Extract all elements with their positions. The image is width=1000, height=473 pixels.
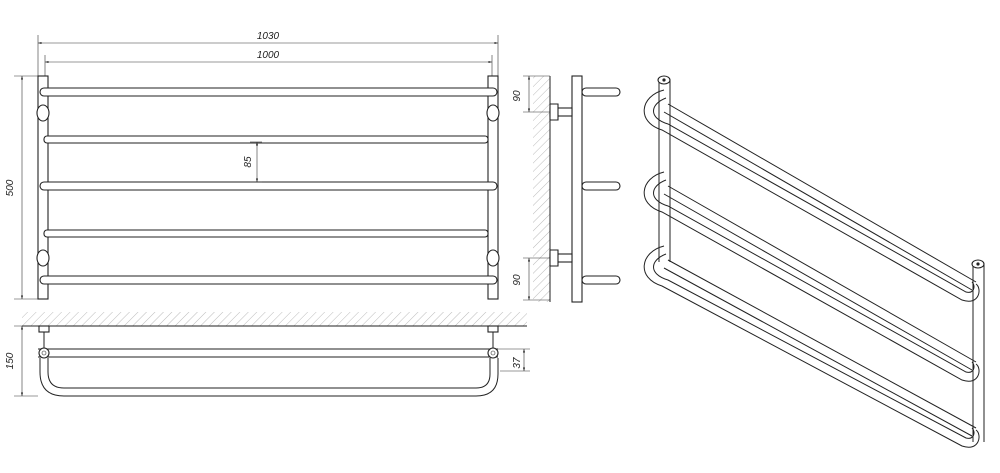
side-rail bbox=[581, 275, 621, 285]
dim-rail-spacing-label: 85 bbox=[243, 156, 254, 168]
mount-disc bbox=[36, 249, 50, 267]
dim-side-top-label: 90 bbox=[512, 90, 523, 102]
rail bbox=[43, 135, 489, 144]
iso-rail-tier-top bbox=[643, 89, 980, 302]
rail bbox=[39, 181, 498, 191]
side-view: 90 90 bbox=[512, 75, 621, 303]
dim-overall-width-label: 1030 bbox=[257, 31, 280, 42]
rail bbox=[43, 229, 489, 238]
rail bbox=[39, 275, 498, 285]
dim-mount-depth: 37 bbox=[498, 348, 530, 372]
side-rail bbox=[581, 87, 621, 97]
front-view: 1030 1000 500 bbox=[5, 31, 500, 300]
dim-mount-depth-label: 37 bbox=[512, 357, 523, 369]
bracket bbox=[487, 325, 499, 333]
side-post bbox=[571, 75, 583, 303]
dim-depth-label: 150 bbox=[5, 352, 16, 369]
rail bbox=[39, 87, 498, 97]
mount-disc bbox=[36, 104, 50, 122]
mount-disc bbox=[486, 104, 500, 122]
dim-overall-width: 1030 bbox=[37, 31, 499, 78]
end-cap bbox=[38, 347, 50, 359]
dim-side-bottom: 90 bbox=[512, 257, 550, 301]
dim-rail-spacing: 85 bbox=[243, 141, 262, 183]
top-view: 150 37 bbox=[5, 312, 530, 397]
dim-inner-width: 1000 bbox=[44, 50, 493, 78]
side-rail bbox=[581, 181, 621, 191]
wall-hatch bbox=[22, 312, 527, 326]
iso-rail-tier-mid bbox=[643, 171, 980, 382]
wall-hatch-side bbox=[533, 76, 550, 302]
dim-height-label: 500 bbox=[5, 179, 16, 196]
end-cap bbox=[487, 347, 499, 359]
dim-inner-width-label: 1000 bbox=[257, 50, 280, 61]
dim-side-bottom-label: 90 bbox=[512, 274, 523, 286]
dim-depth: 150 bbox=[5, 325, 38, 397]
mount-disc bbox=[486, 249, 500, 267]
dim-side-top: 90 bbox=[512, 75, 550, 113]
iso-rail-tier-bottom bbox=[643, 245, 980, 448]
bracket bbox=[38, 325, 50, 333]
isometric-view bbox=[643, 75, 985, 448]
